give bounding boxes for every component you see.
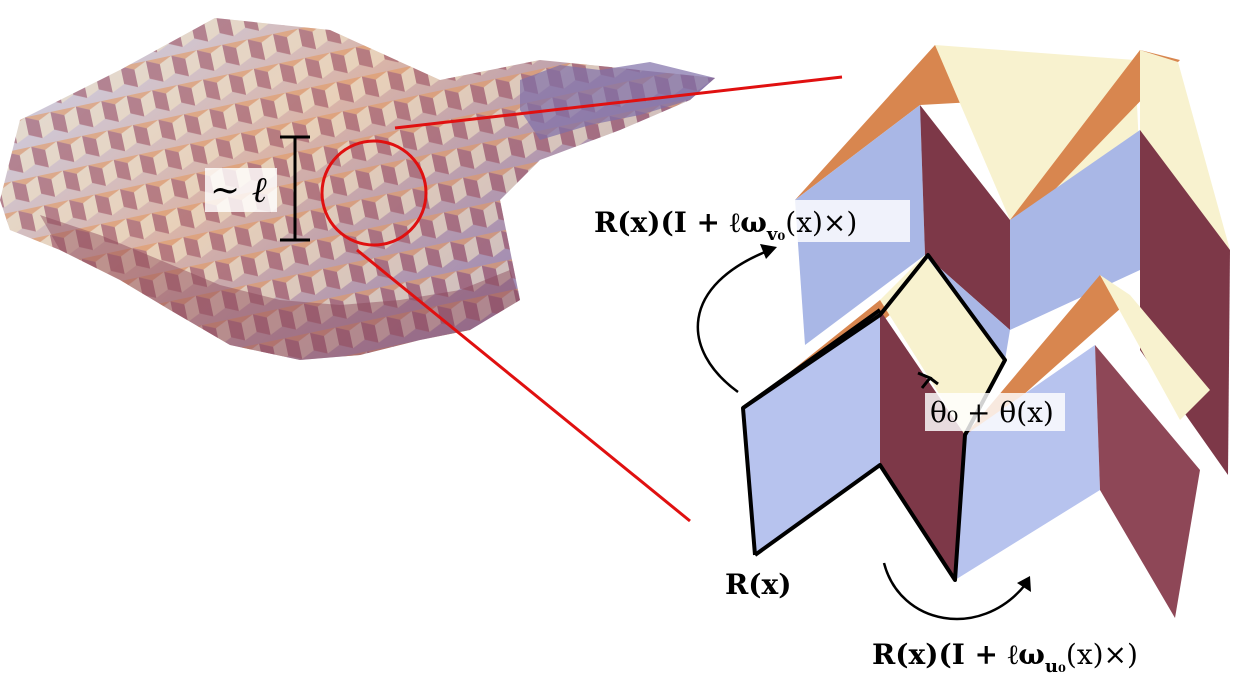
svg-text:R(x)(I + ℓωv₀(x)×): R(x)(I + ℓωv₀(x)×) <box>594 206 857 245</box>
zoomed-unit <box>741 45 1230 618</box>
face-maroon-back-1 <box>920 105 1010 330</box>
zoom-circle <box>320 139 428 247</box>
svg-text:θ₀ + θ(x): θ₀ + θ(x) <box>930 396 1054 429</box>
face-blue-front-1 <box>745 310 880 555</box>
label-rot-u0: R(x)(I + ℓωu₀(x)×) <box>866 632 1186 677</box>
face-maroon-front-1 <box>880 310 965 580</box>
rotation-arrow-v0 <box>696 244 777 394</box>
sheet-ridge-band <box>40 215 520 360</box>
face-top-cream-4 <box>1100 275 1210 420</box>
face-top-orange-2 <box>1010 50 1180 220</box>
zoom-line-bottom <box>356 248 691 523</box>
svg-text:R(x)(I + ℓωu₀(x)×): R(x)(I + ℓωu₀(x)×) <box>872 638 1138 677</box>
scale-label: ∼ ℓ <box>205 168 277 212</box>
svg-text:∼ ℓ: ∼ ℓ <box>210 170 267 211</box>
scale-bar <box>280 135 310 242</box>
angle-marker <box>917 371 939 389</box>
label-angle: θ₀ + θ(x) <box>925 393 1065 431</box>
face-top-cream-3 <box>880 255 1005 435</box>
label-rot-base: R(x) <box>725 568 791 601</box>
rotation-arrow-u0 <box>882 562 1031 621</box>
sheet-far-end <box>520 62 715 140</box>
face-top-cream-2 <box>1140 50 1230 250</box>
unit-cell-crease <box>741 308 882 410</box>
folded-sheet <box>0 18 715 360</box>
svg-text:R(x): R(x) <box>725 568 791 601</box>
face-maroon-front-2 <box>1095 345 1200 618</box>
zoom-line-top <box>394 75 843 130</box>
label-rot-v0: R(x)(I + ℓωv₀(x)×) <box>588 200 910 245</box>
